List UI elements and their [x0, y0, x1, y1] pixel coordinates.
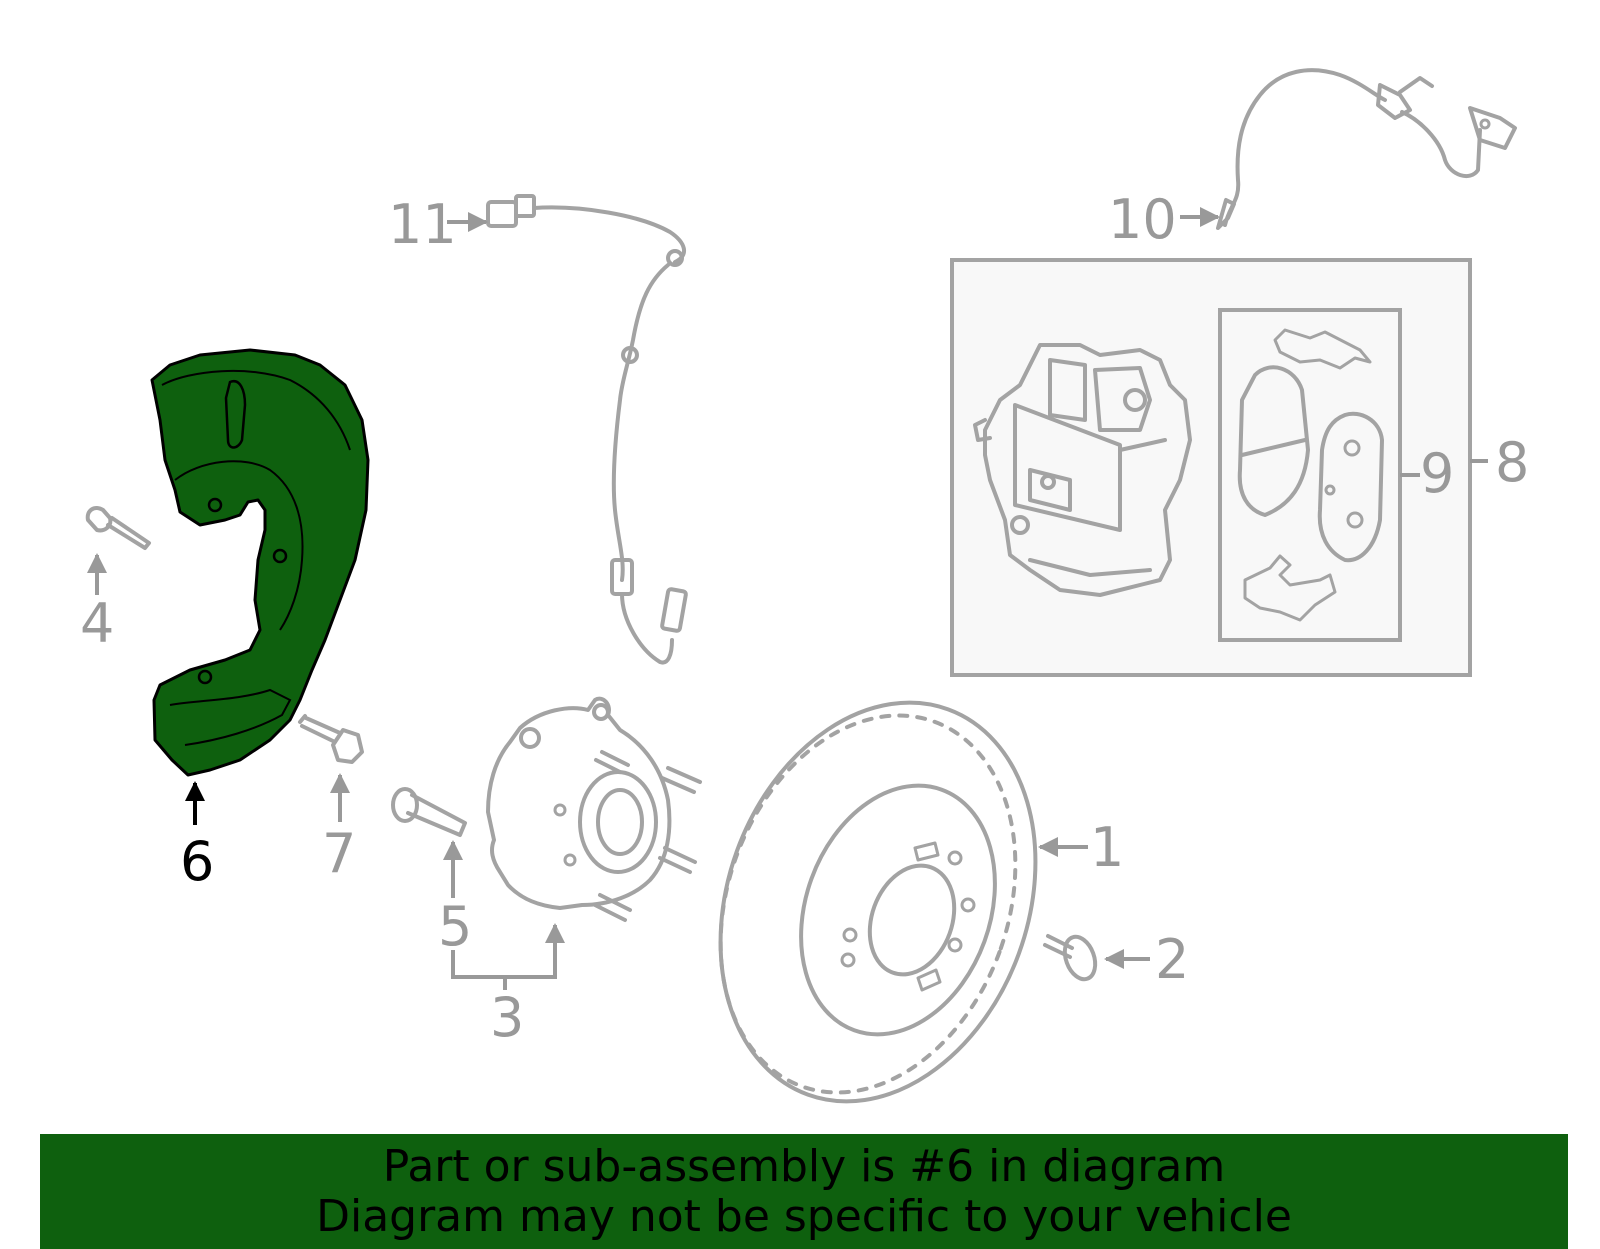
info-banner: Part or sub-assembly is #6 in diagram Di… — [40, 1134, 1568, 1249]
callout-9: 9 — [1420, 442, 1454, 505]
callout-6: 6 — [180, 830, 214, 893]
callout-3: 3 — [490, 986, 524, 1049]
leader-lines — [87, 207, 1488, 990]
brake-pads-9 — [1218, 308, 1402, 642]
bolt-7 — [298, 714, 364, 764]
splash-shield-6 — [150, 348, 370, 777]
banner-line-2: Diagram may not be specific to your vehi… — [316, 1191, 1292, 1242]
callout-1: 1 — [1090, 816, 1124, 879]
callout-11: 11 — [388, 193, 457, 256]
callout-2: 2 — [1155, 928, 1189, 991]
callout-7: 7 — [322, 822, 356, 885]
callout-5: 5 — [438, 895, 472, 958]
banner-line-1: Part or sub-assembly is #6 in diagram — [382, 1141, 1226, 1192]
brake-rotor-1 — [718, 700, 1038, 1104]
callout-8: 8 — [1495, 431, 1529, 494]
callout-10: 10 — [1108, 188, 1177, 251]
callout-4: 4 — [80, 592, 114, 655]
wheel-speed-sensor-10 — [1216, 68, 1517, 230]
bolt-4 — [85, 506, 151, 550]
wheel-speed-sensor-11 — [486, 194, 688, 665]
wheel-stud-5 — [391, 787, 467, 837]
hub-bearing-3 — [486, 696, 702, 922]
screw-2 — [1043, 934, 1098, 982]
